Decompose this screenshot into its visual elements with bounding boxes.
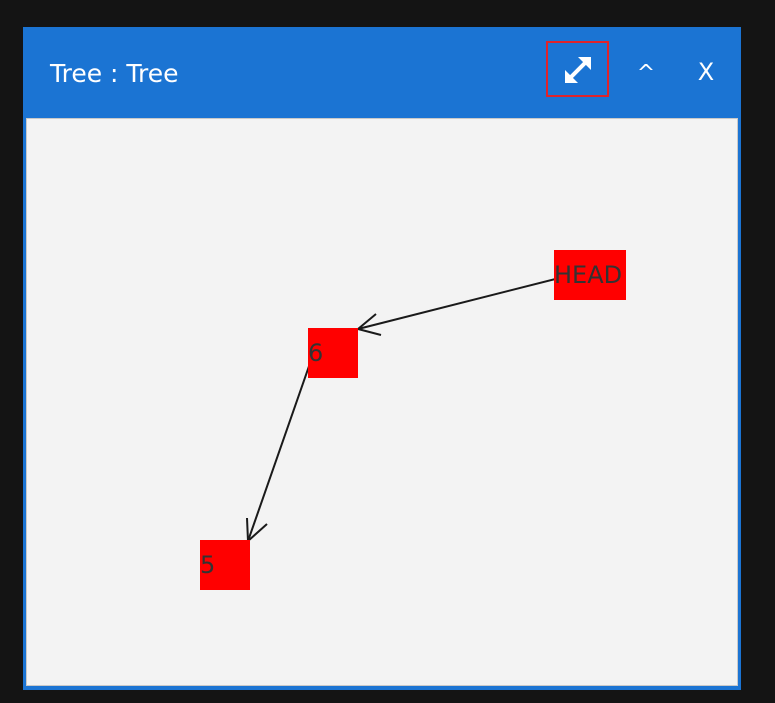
- expand-arrows-icon: [565, 57, 591, 83]
- edge-head-to-6: [357, 270, 588, 330]
- tree-edges: [246, 270, 588, 544]
- close-button[interactable]: X: [697, 58, 715, 86]
- node-label: HEAD: [554, 261, 623, 289]
- tree-node-6[interactable]: 6: [308, 328, 358, 378]
- maximize-button[interactable]: [546, 41, 609, 97]
- tree-node-5[interactable]: 5: [200, 540, 250, 590]
- edge-head-to-6-arrowhead: [355, 313, 382, 336]
- node-label: 6: [308, 339, 324, 367]
- tree-window: Tree : Tree ^ X HEAD 6 5: [23, 27, 741, 690]
- tree-canvas: HEAD 6 5: [26, 118, 738, 686]
- edge-6-to-5: [247, 348, 316, 542]
- window-title: Tree : Tree: [50, 59, 179, 88]
- collapse-button[interactable]: ^: [636, 61, 656, 86]
- tree-node-head[interactable]: HEAD: [554, 250, 626, 300]
- title-bar[interactable]: Tree : Tree ^ X: [23, 27, 741, 118]
- node-label: 5: [200, 551, 216, 579]
